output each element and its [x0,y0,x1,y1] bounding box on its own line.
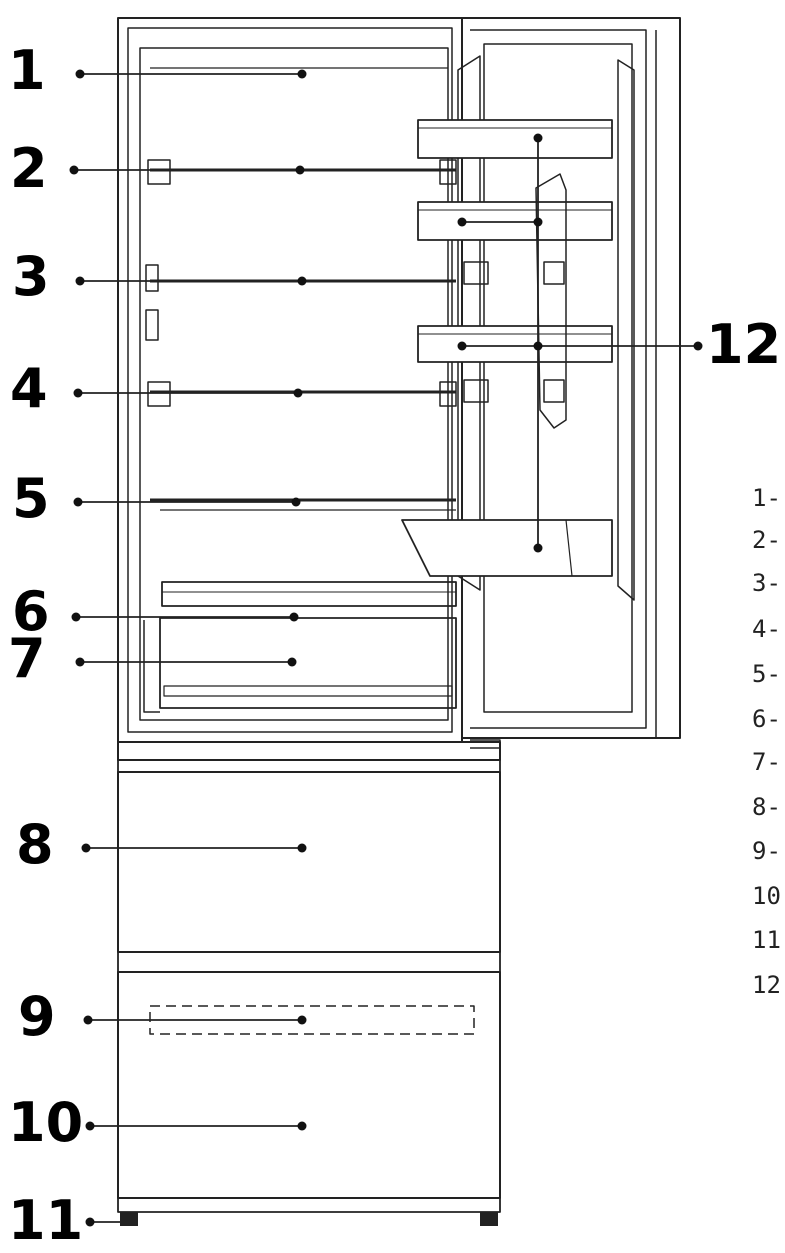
legend-item: 11 [752,926,781,954]
legend-item: 3- [752,569,781,597]
fridge-inner-wall [127,27,453,733]
legend-item: 1- [752,484,781,512]
callout-6: 6 [12,580,50,643]
callout-8: 8 [16,813,54,876]
callout-2: 2 [10,137,48,200]
callout-3: 3 [12,245,50,308]
freezer-drawer-top [117,771,501,953]
door-bin-1 [417,119,613,159]
legend-item: 10 [752,882,781,910]
callout-12: 12 [706,313,782,376]
inner-basket [149,1005,475,1035]
callout-7: 7 [8,627,46,690]
legend-item: 4- [752,615,781,643]
crisper-drawer [159,617,457,709]
legend-item: 2- [752,526,781,554]
callout-4: 4 [10,357,48,420]
legend-item: 5- [752,660,781,688]
door-bin-4 [401,519,613,577]
legend-item: 6- [752,705,781,733]
door-bin-2 [417,201,613,241]
callout-1: 1 [8,39,46,102]
callout-11: 11 [8,1189,84,1252]
legend-item: 8- [752,793,781,821]
callout-10: 10 [8,1091,84,1154]
callout-5: 5 [12,467,50,530]
fridge-door [461,17,681,739]
callout-9: 9 [18,985,56,1048]
fridge-cabinet [117,17,463,743]
legend-item: 12 [752,971,781,999]
legend-item: 9- [752,837,781,865]
door-bin-3 [417,325,613,363]
legend-item: 7- [752,748,781,776]
crisper-top [161,581,457,607]
